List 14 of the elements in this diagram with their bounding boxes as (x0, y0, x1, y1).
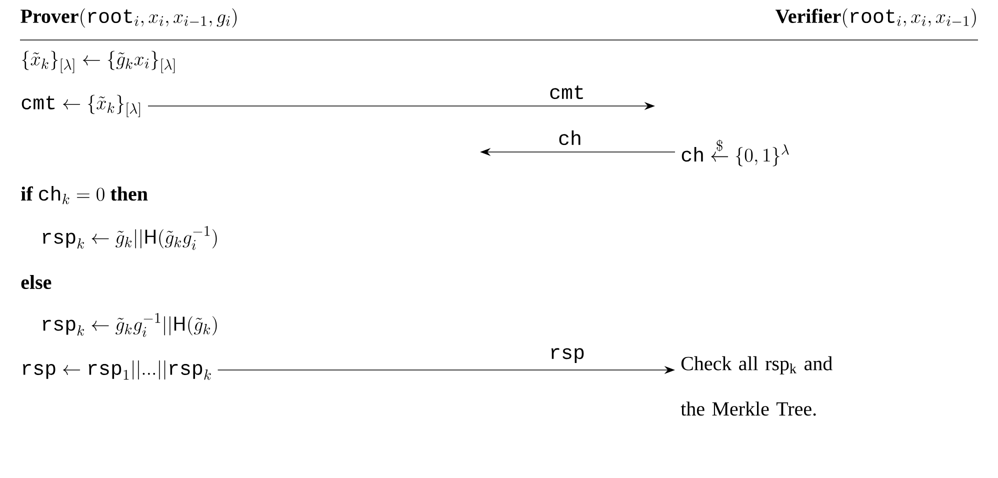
protocol-step: $\{\tilde{x}_k\}_{[\lambda]} \leftarrow \{\tilde{g}_k x_i\}_{[\lambda]}$ (22, 50, 175, 74)
protocol-step: $\texttt{rsp}_k \leftarrow \tilde{g}_k g_i^{-1} || \mathsf{H}(\tilde{g}_k)$ (42, 313, 217, 337)
protocol-step: $\textbf{else}$ (21, 274, 52, 290)
party-heading: $\textbf{Verifier}(\texttt{root}_i, x_i, x_{i-1})$ (776, 8, 976, 28)
protocol-step: $\texttt{ch} \overset{\$}{\leftarrow} \{0,1\}^{\lambda}$ (682, 140, 789, 166)
protocol-step: $\texttt{rsp}_k \leftarrow \tilde{g}_k || \mathsf{H}(\tilde{g}_k g_i^{-1})$ (42, 226, 217, 250)
protocol-step: $\texttt{rsp} \leftarrow \texttt{rsp}_1 || ... || \texttt{rsp}_k$ (22, 360, 211, 380)
edge-label: $\texttt{cmt}$ (550, 86, 583, 100)
protocol-step: Check all rsp$_{k}$ and the Merkle Tree. (680, 356, 832, 416)
protocol-step: $\textbf{if } \texttt{ch}_k = 0 \textbf{ then}$ (21, 186, 148, 204)
party-heading: $\textbf{Prover}(\texttt{root}_i, x_i, x_{i-1}, g_i)$ (20, 8, 237, 28)
edge-label: $\texttt{rsp}$ (551, 348, 584, 364)
protocol-step: $\texttt{cmt} \leftarrow \{\tilde{x}_k\}_{[\lambda]}$ (22, 94, 140, 118)
edge-label: $\texttt{ch}$ (559, 130, 580, 146)
